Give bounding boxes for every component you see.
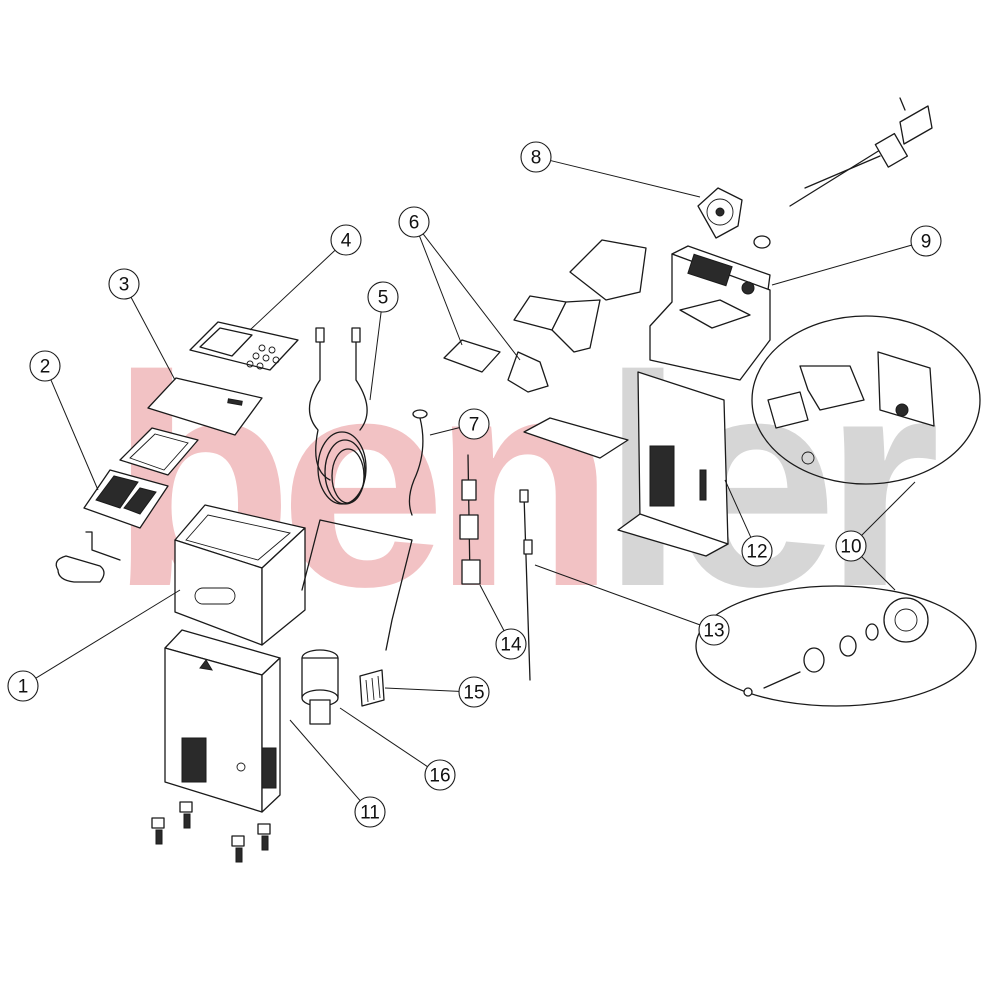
callout-number-1: 1 xyxy=(18,677,29,698)
part-valve-column xyxy=(459,454,481,585)
leader-line-5 xyxy=(369,311,382,401)
callout-circle-14 xyxy=(495,628,527,660)
callout-number-15: 15 xyxy=(463,683,484,704)
leader-line-1 xyxy=(35,589,181,679)
part-clips xyxy=(443,339,629,459)
callout-number-9: 9 xyxy=(921,232,932,253)
callout-number-4: 4 xyxy=(341,231,352,252)
callout-circle-9 xyxy=(910,225,942,257)
callout-circle-7 xyxy=(458,408,490,440)
part-brackets xyxy=(513,239,647,353)
part-connector xyxy=(359,669,385,707)
part-rear-chassis xyxy=(649,245,771,381)
callout-circle-10 xyxy=(835,530,867,562)
leader-line-2 xyxy=(50,379,99,491)
callout-circle-6 xyxy=(398,206,430,238)
callout-circle-12 xyxy=(741,535,773,567)
leader-line-10 xyxy=(861,556,896,591)
callout-number-7: 7 xyxy=(469,415,480,436)
part-power-cord xyxy=(789,97,933,207)
part-frame xyxy=(119,427,199,476)
callout-circle-11 xyxy=(354,796,386,828)
callout-number-3: 3 xyxy=(119,275,130,296)
part-handle-and-key xyxy=(55,531,121,583)
part-rod xyxy=(519,489,533,681)
callout-number-2: 2 xyxy=(40,357,51,378)
leader-line-4 xyxy=(249,249,336,331)
leader-line-16 xyxy=(339,707,428,768)
callout-circle-8 xyxy=(520,141,552,173)
part-coiled-hose xyxy=(308,327,368,505)
callout-number-11: 11 xyxy=(360,803,380,824)
part-front-housing xyxy=(174,504,306,646)
leader-line-15 xyxy=(384,687,460,692)
leader-line-11 xyxy=(289,719,361,802)
leader-line-3 xyxy=(130,297,176,381)
leader-line-9 xyxy=(771,244,912,286)
part-wire-loop xyxy=(301,519,413,651)
callout-number-14: 14 xyxy=(500,635,522,656)
part-membrane-sheet xyxy=(147,377,263,436)
part-detail-ellipse-upper xyxy=(751,315,981,485)
part-detail-ellipse-lower xyxy=(695,585,977,707)
callout-circle-1 xyxy=(7,670,39,702)
callout-circle-4 xyxy=(330,224,362,256)
part-feet xyxy=(151,801,271,863)
leader-line-10 xyxy=(861,481,916,536)
part-short-hose xyxy=(408,409,428,516)
callout-circle-13 xyxy=(698,614,730,646)
leader-line-8 xyxy=(550,160,701,198)
part-side-panel xyxy=(617,371,729,557)
callout-circle-2 xyxy=(29,350,61,382)
callout-number-10: 10 xyxy=(840,537,861,558)
callout-number-8: 8 xyxy=(531,148,542,169)
callout-number-5: 5 xyxy=(378,288,389,309)
callout-circle-3 xyxy=(108,268,140,300)
callout-number-16: 16 xyxy=(429,766,450,787)
callout-number-13: 13 xyxy=(703,621,724,642)
leader-line-12 xyxy=(724,479,752,538)
part-pump xyxy=(301,649,339,725)
leader-line-6 xyxy=(418,235,463,346)
part-fan xyxy=(697,187,771,249)
part-display-panel xyxy=(189,321,299,371)
callout-circle-15 xyxy=(458,676,490,708)
callout-circle-16 xyxy=(424,759,456,791)
leader-line-14 xyxy=(479,584,505,631)
leader-line-7 xyxy=(429,427,460,436)
part-main-chassis xyxy=(164,629,281,813)
callout-circle-5 xyxy=(367,281,399,313)
callout-number-12: 12 xyxy=(746,542,767,563)
part-keypad-board xyxy=(83,469,169,529)
leader-line-13 xyxy=(534,564,701,626)
callout-number-6: 6 xyxy=(409,213,420,234)
leader-line-6 xyxy=(422,233,521,361)
